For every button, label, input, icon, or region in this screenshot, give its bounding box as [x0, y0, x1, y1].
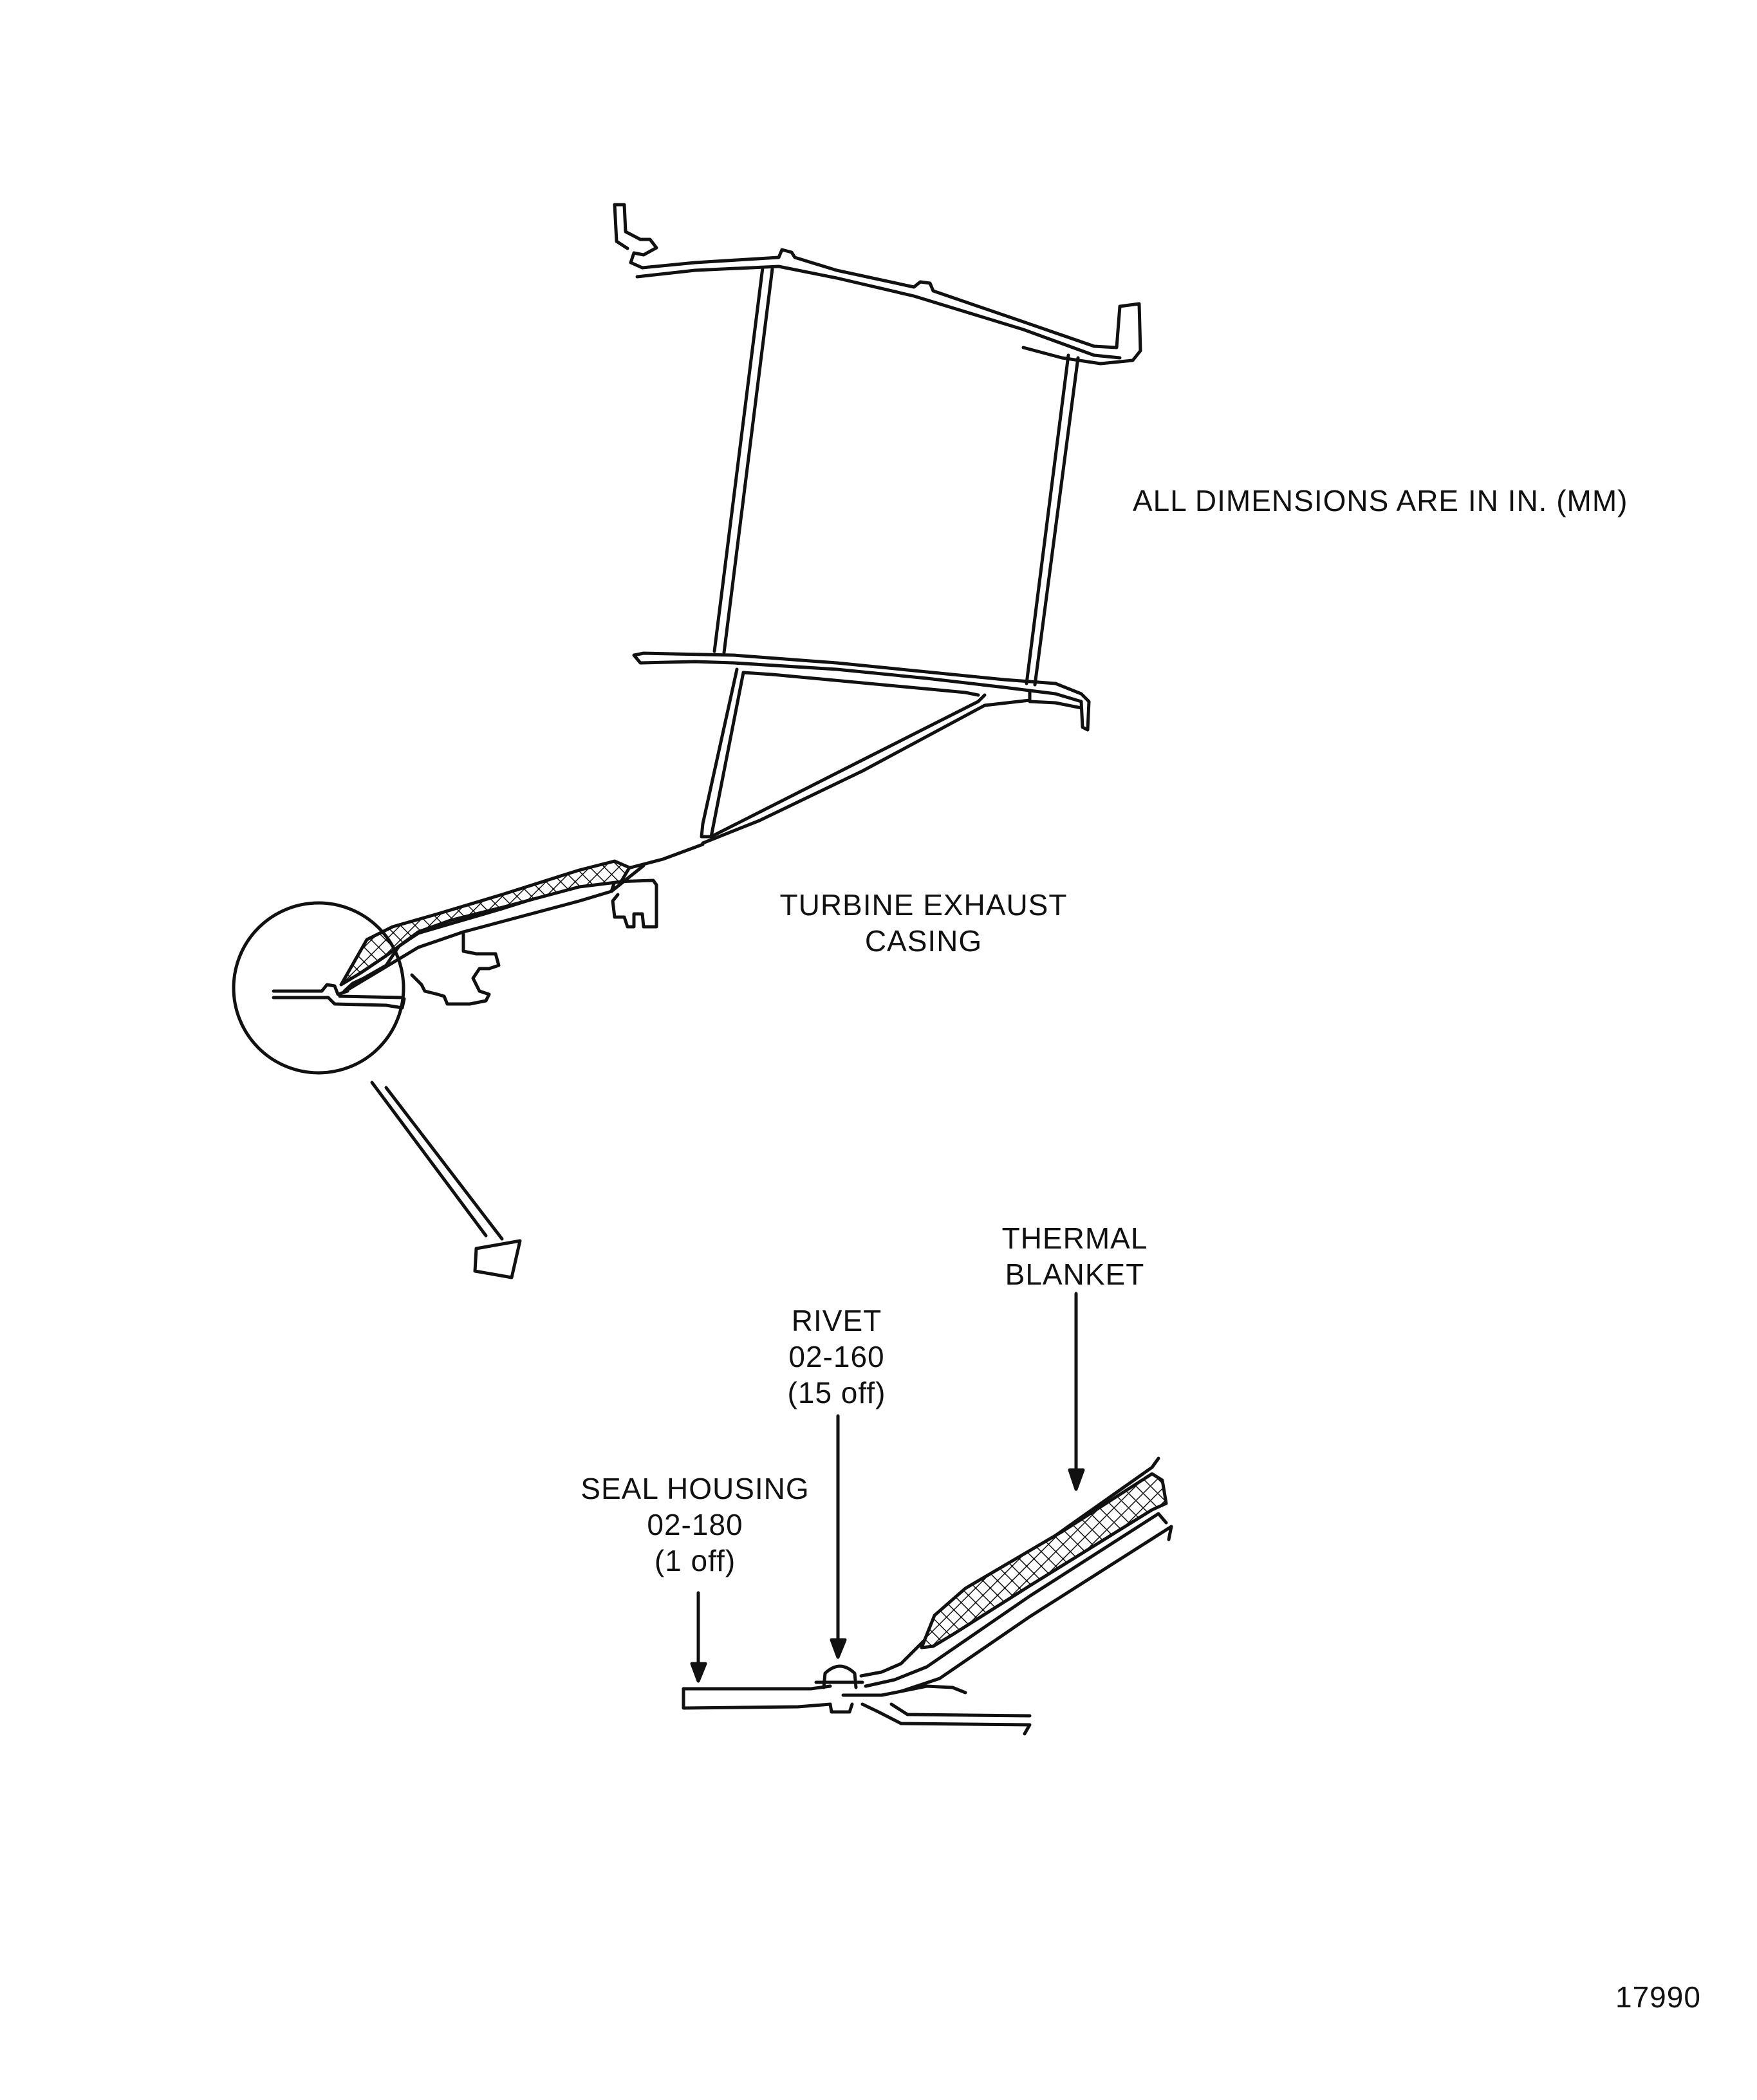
struts [712, 266, 1080, 687]
inner-flange [632, 651, 1091, 732]
casing-label-line-1: TURBINE EXHAUST [779, 888, 1068, 922]
detail-leaders [690, 1292, 1085, 1683]
thermal-blanket-main [339, 859, 631, 987]
figure-number: 17990 [1615, 1980, 1701, 2014]
seal-housing-label: SEAL HOUSING 02-180 (1 off) [560, 1471, 830, 1579]
thermal-blanket-line-2: BLANKET [1005, 1258, 1145, 1291]
thermal-blanket-line-1: THERMAL [1001, 1222, 1148, 1255]
casing-label: TURBINE EXHAUST CASING [763, 887, 1084, 959]
rivet-label-line-2: 02-160 [788, 1340, 885, 1373]
casing-label-line-2: CASING [864, 924, 983, 958]
rivet-label: RIVET 02-160 (15 off) [753, 1303, 920, 1411]
seal-housing-line-2: 02-180 [647, 1508, 743, 1541]
rivet-label-line-3: (15 off) [787, 1376, 886, 1409]
thermal-blanket-detail [920, 1472, 1168, 1649]
seal-housing-line-1: SEAL HOUSING [581, 1472, 810, 1505]
detail-circle [232, 901, 405, 1075]
seal-housing-line-3: (1 off) [654, 1544, 736, 1577]
support-cone [700, 667, 1032, 845]
outer-flange [613, 203, 1142, 366]
thermal-blanket-label: THERMAL BLANKET [972, 1220, 1178, 1292]
dimensions-note: ALL DIMENSIONS ARE IN IN. (MM) [1133, 484, 1628, 517]
detail-arrow [370, 1081, 522, 1279]
rivet-label-line-1: RIVET [791, 1304, 882, 1337]
lower-skin [272, 842, 705, 1010]
